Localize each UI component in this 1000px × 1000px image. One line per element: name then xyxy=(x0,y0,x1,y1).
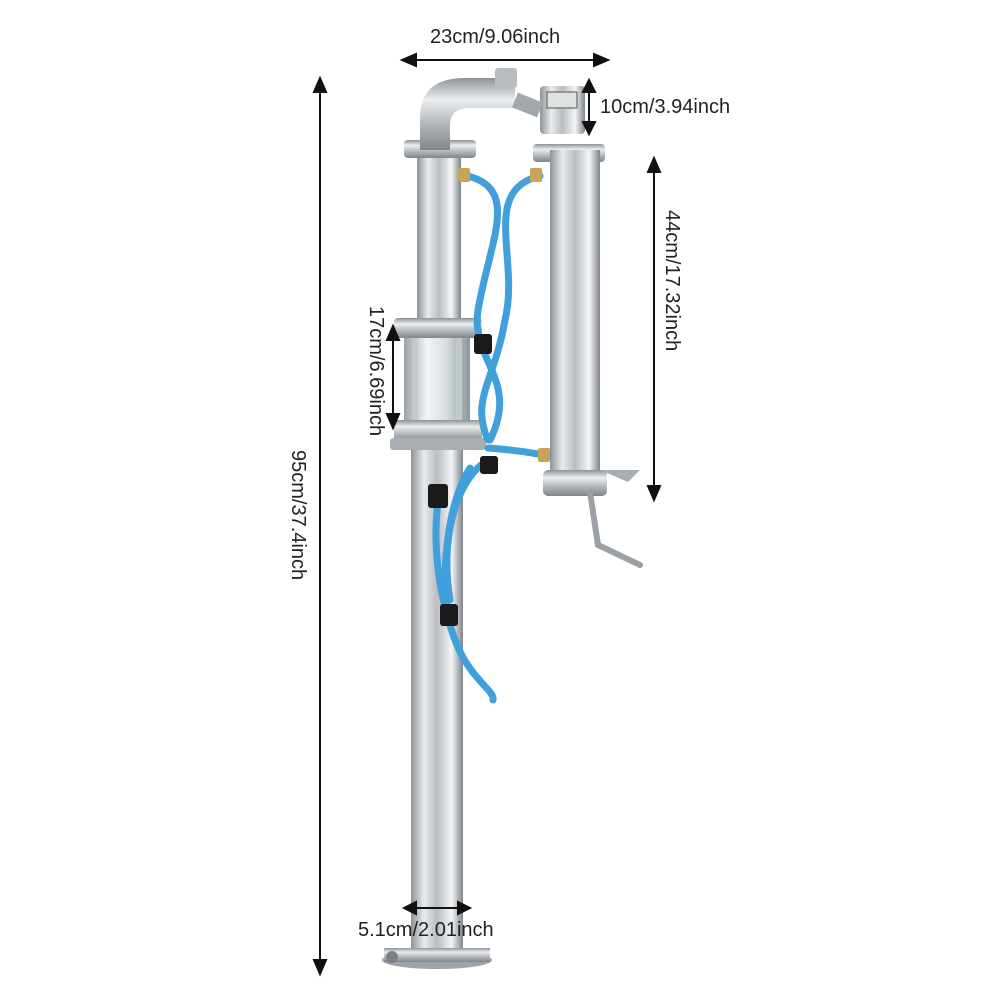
width-dimension-label: 23cm/9.06inch xyxy=(430,26,561,48)
cooling-hoses xyxy=(432,172,552,704)
upper-column-pipe xyxy=(417,150,461,320)
meter-height-dimension-label: 10cm/3.94inch xyxy=(600,96,731,118)
condenser-length-dimension-label: 44cm/17.32inch xyxy=(661,210,683,352)
digital-meter-display xyxy=(546,91,578,109)
outlet-spout xyxy=(587,489,643,568)
sight-glass xyxy=(390,318,486,450)
total-height-dimension-label: 95cm/37.4inch xyxy=(287,450,309,581)
top-elbow xyxy=(420,78,515,150)
dimension-arrows xyxy=(312,52,662,977)
pipe-diameter-dimension-label: 5.1cm/2.01inch xyxy=(358,919,494,941)
condenser-pipe xyxy=(550,150,600,480)
hose-fittings xyxy=(428,168,550,626)
bottom-flange xyxy=(382,948,492,969)
sight-glass-dimension-label: 17cm/6.69inch xyxy=(365,306,387,437)
